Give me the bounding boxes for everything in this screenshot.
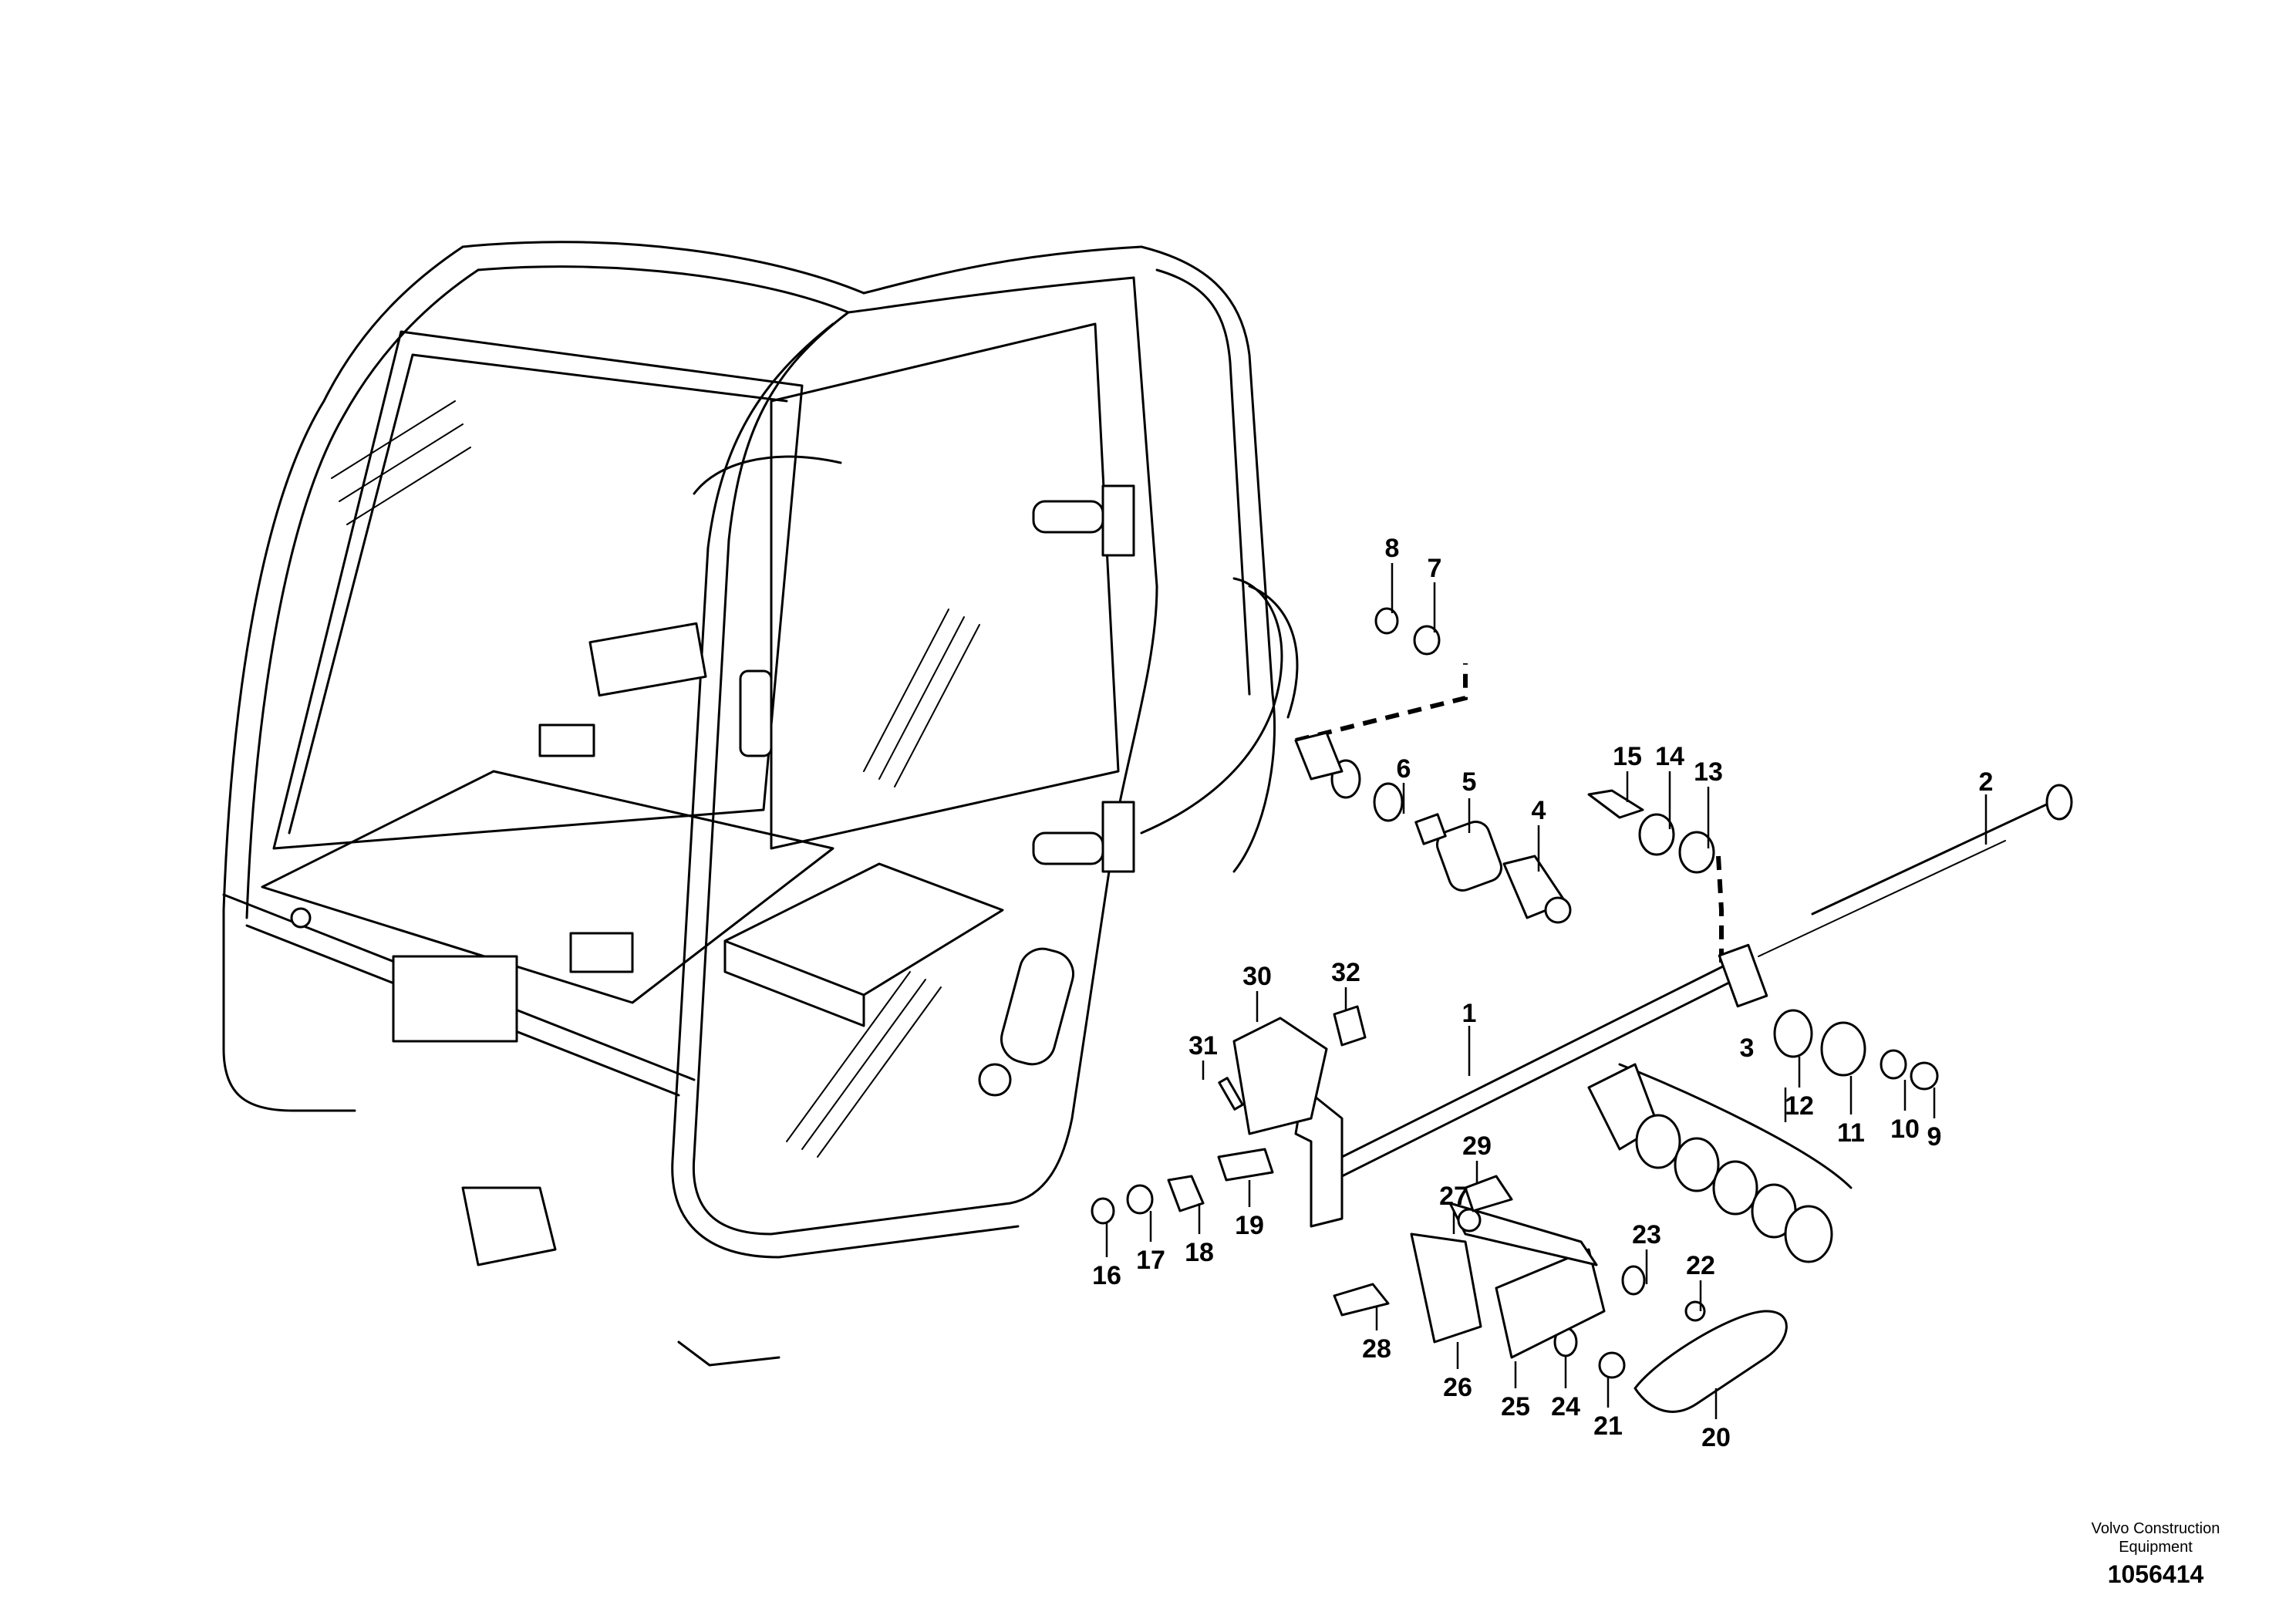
- footer: Volvo Construction Equipment 1056414: [2092, 1520, 2220, 1588]
- part-14-washer: [1638, 813, 1675, 856]
- callout-labels: 1 2 3 4 5 6 7 8 9 10 11 12 13 14 15 16 1…: [1092, 534, 1993, 1452]
- brand-line-1: Volvo Construction: [2092, 1520, 2220, 1537]
- callout-31: 31: [1188, 1031, 1218, 1061]
- callout-12: 12: [1785, 1091, 1814, 1121]
- part-11-bushing: [1820, 1021, 1866, 1077]
- part-1-end-bracket: [1294, 1086, 1344, 1228]
- callout-29: 29: [1462, 1131, 1492, 1161]
- figure-number: 1056414: [2108, 1560, 2204, 1588]
- part-27-nut: [1457, 1208, 1482, 1233]
- callout-30: 30: [1242, 962, 1272, 991]
- callout-22: 22: [1686, 1251, 1715, 1280]
- part-17-washer: [1126, 1184, 1154, 1215]
- callout-27: 27: [1439, 1182, 1468, 1211]
- part-7-washer: [1413, 625, 1441, 656]
- callout-8: 8: [1385, 534, 1400, 563]
- callout-2: 2: [1979, 767, 1994, 797]
- dashed-connectors: [1295, 663, 1724, 964]
- leader-lines: [1105, 563, 1988, 1419]
- callout-10: 10: [1890, 1114, 1920, 1144]
- part-10-nut: [1880, 1049, 1907, 1080]
- callout-6: 6: [1397, 754, 1411, 784]
- part-5-damper: [1436, 821, 1502, 892]
- part-6-washer: [1373, 782, 1404, 822]
- cab-frame: [222, 241, 1299, 1367]
- callout-32: 32: [1331, 958, 1360, 987]
- part-25-plate: [1495, 1248, 1606, 1359]
- callout-9: 9: [1927, 1122, 1942, 1152]
- part-30-cover: [1232, 1017, 1328, 1135]
- part-16-nut: [1091, 1197, 1115, 1225]
- brand-line-2: Equipment: [2119, 1539, 2193, 1556]
- callout-3: 3: [1740, 1034, 1755, 1063]
- callout-16: 16: [1092, 1261, 1121, 1290]
- callout-14: 14: [1655, 742, 1684, 771]
- callout-26: 26: [1443, 1373, 1472, 1402]
- callout-18: 18: [1185, 1238, 1214, 1267]
- callout-5: 5: [1462, 767, 1477, 797]
- callout-20: 20: [1701, 1423, 1731, 1452]
- callout-24: 24: [1551, 1392, 1580, 1421]
- part-22-pin: [1684, 1300, 1706, 1322]
- callout-7: 7: [1428, 554, 1442, 583]
- callout-21: 21: [1593, 1411, 1623, 1441]
- callout-15: 15: [1613, 742, 1642, 771]
- callout-23: 23: [1632, 1220, 1661, 1249]
- callout-19: 19: [1235, 1211, 1264, 1240]
- part-29-screw: [1464, 1175, 1513, 1212]
- parts: [1091, 607, 2073, 1413]
- part-18-clip: [1167, 1175, 1205, 1212]
- part-8-nut: [1374, 607, 1399, 635]
- part-32-clip: [1333, 1005, 1367, 1047]
- callout-11: 11: [1837, 1118, 1865, 1148]
- part-20-handle: [1633, 1310, 1788, 1413]
- part-13-washer: [1678, 831, 1715, 874]
- callout-1: 1: [1462, 999, 1477, 1028]
- part-31-pin: [1218, 1077, 1244, 1111]
- part-15-bolt: [1587, 789, 1644, 819]
- part-23-washer: [1621, 1265, 1646, 1296]
- callout-17: 17: [1136, 1246, 1165, 1275]
- callout-13: 13: [1694, 757, 1723, 787]
- callout-4: 4: [1532, 796, 1546, 825]
- part-28-screw: [1333, 1283, 1390, 1317]
- callout-28: 28: [1362, 1334, 1391, 1364]
- part-19-bolt: [1217, 1148, 1274, 1182]
- callout-25: 25: [1501, 1392, 1530, 1421]
- part-9-cap: [1910, 1061, 1939, 1091]
- part-21-nut: [1598, 1351, 1626, 1379]
- part-2-rod: [1811, 801, 2053, 916]
- part-26-bracket: [1410, 1233, 1482, 1344]
- part-12-washer: [1773, 1009, 1813, 1058]
